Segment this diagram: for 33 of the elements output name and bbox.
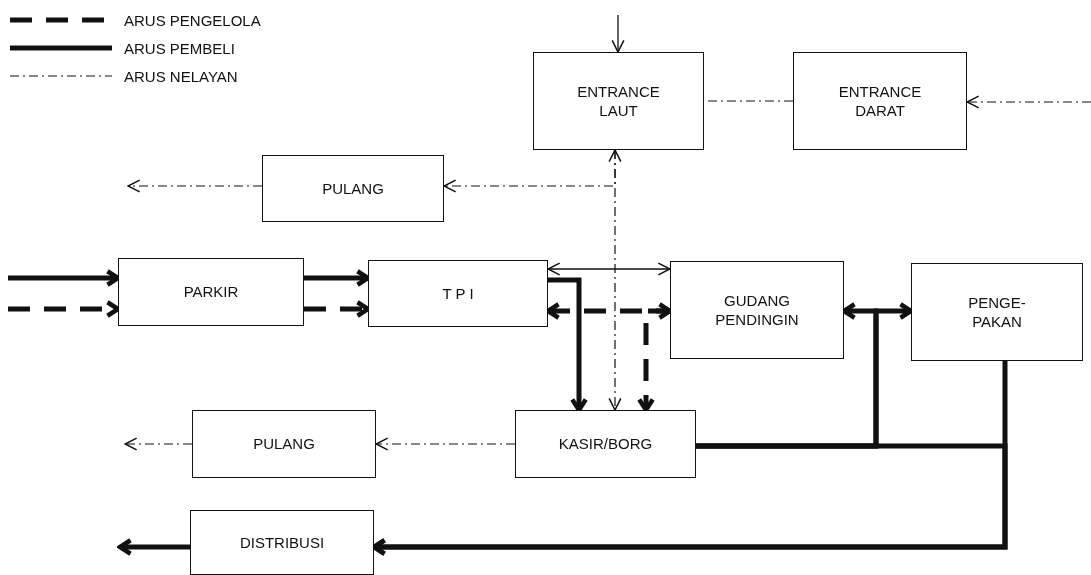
box-label: T P I [442, 283, 474, 304]
process-box [118, 258, 304, 326]
box-label: GUDANG PENDINGIN [714, 290, 800, 330]
fisher-flow-arrow [966, 95, 1091, 109]
box-label: PULANG [322, 178, 384, 199]
process-box [192, 410, 376, 478]
buyer-flow-arrow [117, 538, 190, 556]
fisher-flow-arrow [608, 149, 622, 411]
fisher-flow-arrow [127, 179, 263, 193]
process-box [515, 410, 696, 478]
process-box [262, 155, 444, 222]
process-box [911, 263, 1083, 361]
flow-arrow [611, 14, 625, 53]
process-box [533, 52, 704, 150]
box-label: DISTRIBUSI [239, 532, 325, 553]
legend-label: ARUS PEMBELI [124, 39, 235, 57]
legend-label: ARUS PENGELOLA [124, 11, 261, 29]
process-box [793, 52, 967, 150]
fisher-flow-arrow [124, 437, 193, 451]
fisher-flow-arrow [375, 437, 516, 451]
flow-arrow [547, 262, 671, 276]
process-box [190, 510, 374, 575]
box-label: ENTRANCE DARAT [837, 81, 923, 121]
legend-label: ARUS NELAYAN [124, 67, 238, 85]
box-label: PENGE- PAKAN [967, 292, 1027, 332]
manager-flow-arrow [637, 308, 670, 413]
fisher-flow-arrow [443, 149, 616, 193]
box-label: KASIR/BORG [558, 434, 653, 454]
process-box [670, 261, 844, 359]
box-label: ENTRANCE LAUT [576, 81, 661, 121]
box-label: PULANG [253, 434, 315, 454]
process-box [368, 260, 548, 327]
box-label: PARKIR [183, 282, 239, 302]
